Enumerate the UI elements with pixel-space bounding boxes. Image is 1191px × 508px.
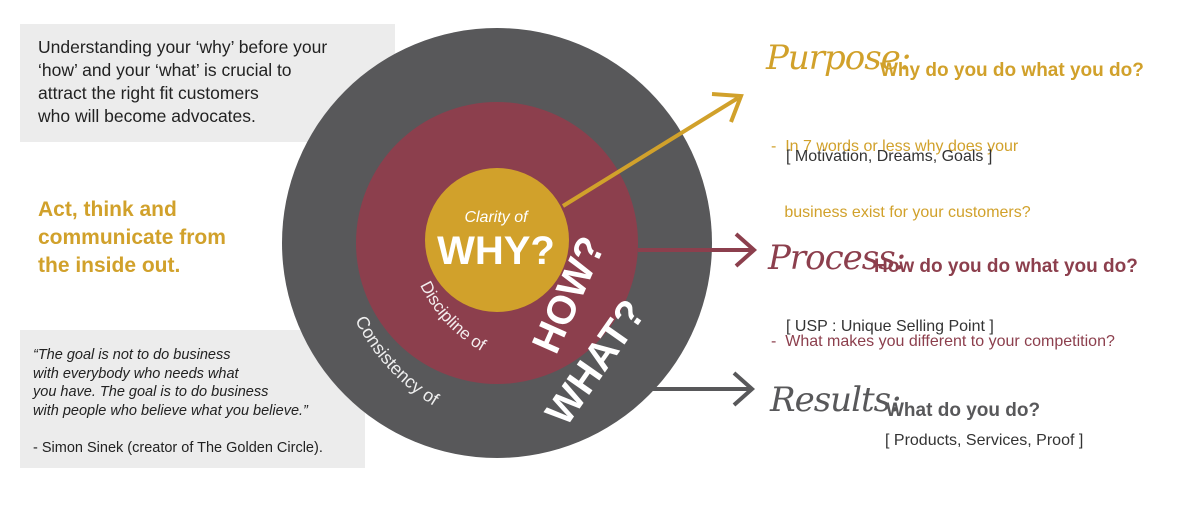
- results-tags: [ Products, Services, Proof ]: [885, 432, 1084, 449]
- why-core: [425, 168, 569, 312]
- intro-line: who will become advocates.: [38, 106, 256, 126]
- purpose-detail-line: business exist for your customers?: [771, 204, 1031, 221]
- purpose-arrow: [561, 96, 740, 208]
- tagline: Act, think and communicate from the insi…: [38, 196, 226, 280]
- process-arrowhead: [734, 232, 758, 268]
- quote-line: “The goal is not to do business: [33, 347, 231, 363]
- purpose-detail-line: - In 7 words or less why does your: [771, 138, 1019, 155]
- tagline-line: the inside out.: [38, 254, 181, 277]
- results-question: What do you do?: [886, 400, 1041, 421]
- quote-text: “The goal is not to do business with eve…: [33, 346, 308, 420]
- intro-line: Understanding your ‘why’ before your: [38, 37, 328, 57]
- results-script-label: Results:: [770, 380, 902, 420]
- quote-author: - Simon Sinek (creator of The Golden Cir…: [33, 440, 323, 456]
- quote-panel: [20, 330, 365, 468]
- process-tags: [ USP : Unique Selling Point ]: [786, 318, 994, 335]
- purpose-tags: [ Motivation, Dreams, Goals ]: [786, 148, 993, 165]
- tagline-line: communicate from: [38, 226, 226, 249]
- quote-line: with everybody who needs what: [33, 365, 239, 382]
- process-detail-line: - What makes you different to your compe…: [771, 333, 1115, 350]
- why-word: WHY?: [437, 229, 555, 273]
- quote-line: with people who believe what you believe…: [33, 402, 308, 419]
- intro-text: Understanding your ‘why’ before your ‘ho…: [38, 36, 378, 128]
- intro-line: attract the right fit customers: [38, 83, 259, 103]
- process-script-label: Process:: [768, 238, 906, 278]
- results-arrowhead: [732, 371, 756, 407]
- process-detail: - What makes you different to your compe…: [771, 287, 1115, 397]
- intro-line: ‘how’ and your ‘what’ is crucial to: [38, 60, 292, 80]
- why-prefix: Clarity of: [464, 209, 529, 226]
- purpose-script-label: Purpose:: [766, 38, 911, 78]
- quote-line: you have. The goal is to do business: [33, 384, 269, 400]
- tagline-line: Act, think and: [38, 198, 177, 221]
- purpose-question: Why do you do what you do?: [880, 60, 1144, 81]
- purpose-arrowhead: [711, 92, 744, 123]
- purpose-detail: - In 7 words or less why does your busin…: [771, 92, 1031, 268]
- process-question: How do you do what you do?: [874, 256, 1138, 277]
